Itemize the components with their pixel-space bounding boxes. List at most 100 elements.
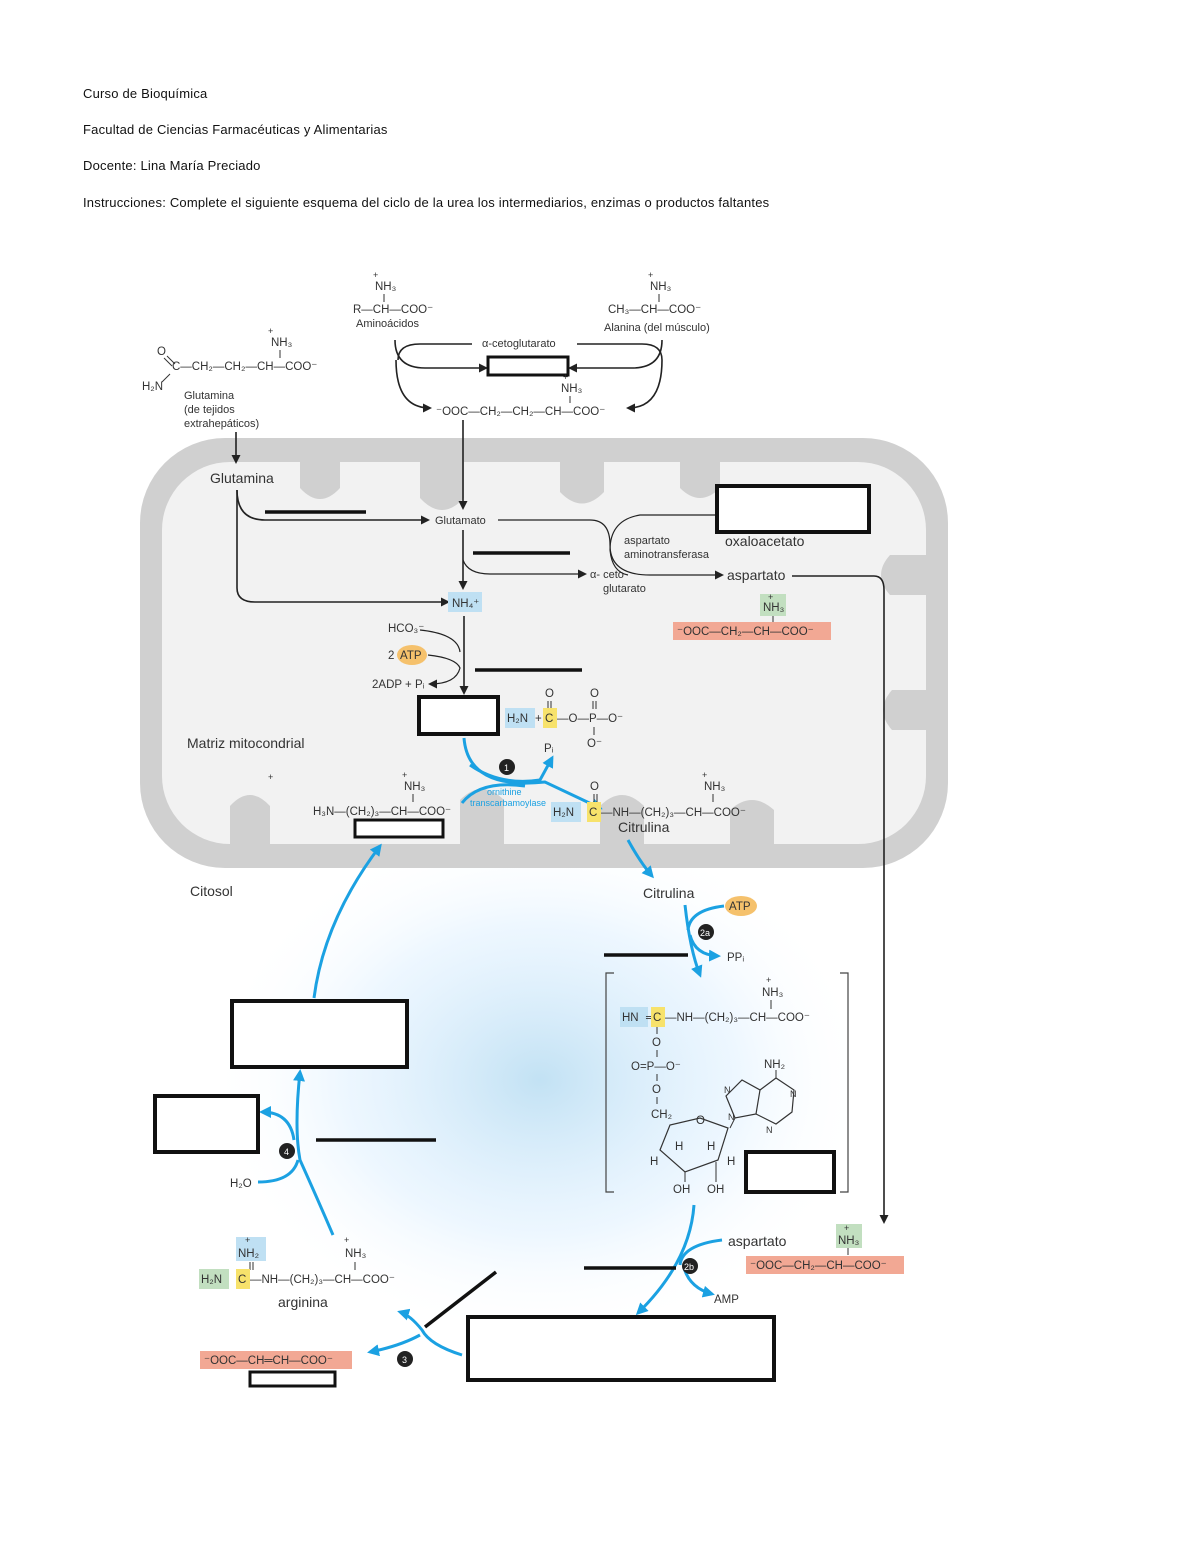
arg-nh2: NH₂ [238, 1248, 259, 1260]
top-section: + NH₃ R—CH—COO⁻ Aminoácidos + NH₃ CH₃—CH… [142, 270, 710, 464]
gln-o: O [157, 346, 166, 358]
int-c: C [653, 1012, 661, 1024]
answer-box-amp-moiety[interactable] [744, 1150, 836, 1194]
otc-label-2: transcarbamoylase [470, 798, 546, 808]
arginina-label: arginina [278, 1294, 328, 1310]
orn-plus-1: + [268, 772, 273, 782]
arg-rest: —NH—(CH₂)₃—CH—COO⁻ [250, 1274, 395, 1286]
cp-c: C [545, 713, 553, 725]
answer-box-argininosuccinate[interactable] [466, 1315, 776, 1382]
cp-o-2: O [590, 688, 599, 700]
hco3-label: HCO₃⁻ [388, 623, 424, 635]
cit-o: O [590, 781, 599, 793]
answer-box-fumarate[interactable] [248, 1370, 337, 1388]
asp-c-plus: + [844, 1223, 849, 1233]
ribose-o: O [696, 1115, 705, 1127]
glutamine-label-2: (de tejidos [184, 404, 235, 416]
answer-line-argininosuccinase[interactable] [423, 1270, 498, 1329]
arg-plus-2: + [344, 1235, 349, 1245]
arg-h2n: H₂N [201, 1274, 222, 1286]
answer-box-carbamoyl-phosphate[interactable] [417, 695, 500, 736]
matrix-oxaloacetato: oxaloacetato [725, 533, 805, 549]
step-4-badge: 4 [284, 1147, 289, 1157]
cp-h2n: H₂N [507, 713, 528, 725]
answer-box-urea[interactable] [153, 1094, 260, 1154]
asp-matrix-formula: ⁻OOC—CH₂—CH—COO⁻ [677, 626, 814, 638]
h2o-label: H₂O [230, 1178, 252, 1190]
aat-label-1: aspartato [624, 535, 670, 547]
glutamine-formula: C—CH₂—CH₂—CH—COO⁻ [172, 361, 317, 373]
asp-c-nh3: NH₃ [838, 1235, 860, 1247]
ala-nh3: NH₃ [650, 281, 672, 293]
arg-nh3: NH₃ [345, 1248, 367, 1260]
instructions-line: Instrucciones: Complete el siguiente esq… [83, 195, 770, 210]
svg-text:═: ═ [645, 1012, 655, 1024]
alanine-label: Alanina (del músculo) [604, 322, 710, 334]
gln-plus: + [268, 326, 273, 336]
cyto-aspartato: aspartato [728, 1233, 787, 1249]
ala-plus: + [648, 270, 653, 280]
answer-box-ornithine-cytosol[interactable] [230, 999, 409, 1069]
answer-box-oxaloacetate-source[interactable] [715, 484, 871, 534]
int-o-1: O [652, 1037, 661, 1049]
cristae-top [300, 455, 720, 510]
matrix-aspartato: aspartato [727, 567, 786, 583]
int-hn: HN [622, 1012, 639, 1024]
otc-pi: Pᵢ [544, 743, 554, 755]
ribose-h-4: H [727, 1156, 735, 1168]
alpha-ceto-2: glutarato [603, 583, 646, 595]
cytosol-glow [210, 820, 870, 1340]
int-rest: —NH—(CH₂)₃—CH—COO⁻ [665, 1012, 810, 1024]
cp-o-minus: O⁻ [587, 738, 602, 750]
nh4-label: NH₄⁺ [452, 598, 479, 610]
matrix-citrulina: Citrulina [618, 819, 670, 835]
cytosol-section: Citosol Citrulina ATP 2a PPᵢ + NH₃ HN ═ … [153, 839, 904, 1388]
atp-coefficient: 2 [388, 650, 394, 662]
int-phosphate: O=P—O⁻ [631, 1061, 681, 1073]
cp-dash: + [535, 713, 542, 725]
glutamine-label-1: Glutamina [184, 390, 235, 402]
step-1-badge: 1 [504, 763, 509, 773]
ribose-oh-2: OH [707, 1184, 724, 1196]
asp-cytosol-formula: ⁻OOC—CH₂—CH—COO⁻ [750, 1260, 887, 1272]
answer-box-ornithine[interactable] [353, 818, 445, 839]
region-matrix-label: Matriz mitocondrial [187, 735, 304, 751]
mitochondrion-matrix [162, 462, 926, 844]
int-nh3: NH₃ [762, 987, 784, 999]
amino-acid-label: Aminoácidos [356, 318, 419, 330]
int-o-2: O [652, 1084, 661, 1096]
adenine-n-3: N [790, 1089, 797, 1099]
matrix-section: Glutamina Glutamato α- ceto glutarato as… [187, 420, 889, 1224]
cit-h2n: H₂N [553, 807, 574, 819]
orn-plus-2: + [402, 770, 407, 780]
glutamine-label-3: extrahepáticos) [184, 418, 259, 430]
step-2b-badge: 2b [684, 1262, 694, 1272]
otc-label-1: ornithine [487, 787, 522, 797]
region-cytosol-label: Citosol [190, 883, 233, 899]
ribose-h-1: H [650, 1156, 658, 1168]
alanine-formula: CH₃—CH—COO⁻ [608, 304, 701, 316]
cristae-right [881, 555, 935, 730]
ribose-h-2: H [675, 1141, 683, 1153]
aa-plus: + [373, 270, 378, 280]
alpha-ceto-1: α- ceto [590, 569, 624, 581]
cit-nh3: NH₃ [704, 781, 726, 793]
course-title: Curso de Bioquímica [83, 86, 208, 101]
matrix-glutamina: Glutamina [210, 470, 274, 486]
asp-m-plus: + [768, 592, 773, 602]
gln-nh3: NH₃ [271, 337, 293, 349]
matrix-atp: ATP [400, 650, 422, 662]
glu-plus: + [563, 372, 568, 382]
orn-nh3: NH₃ [404, 781, 426, 793]
answer-box-top[interactable] [486, 355, 570, 377]
gln-h2n: H₂N [142, 381, 163, 393]
arg-c: C [238, 1274, 246, 1286]
int-plus: + [766, 975, 771, 985]
adenine-nh2: NH₂ [764, 1059, 785, 1071]
cyto-ppi: PPᵢ [727, 952, 744, 964]
amino-acid-formula: R—CH—COO⁻ [353, 304, 433, 316]
cit-rest: —NH—(CH₂)₃—CH—COO⁻ [601, 807, 746, 819]
adenine-n-1: N [724, 1085, 731, 1095]
adenine-n-2: N [728, 1112, 735, 1122]
adp-pi-label: 2ADP + Pᵢ [372, 679, 425, 691]
